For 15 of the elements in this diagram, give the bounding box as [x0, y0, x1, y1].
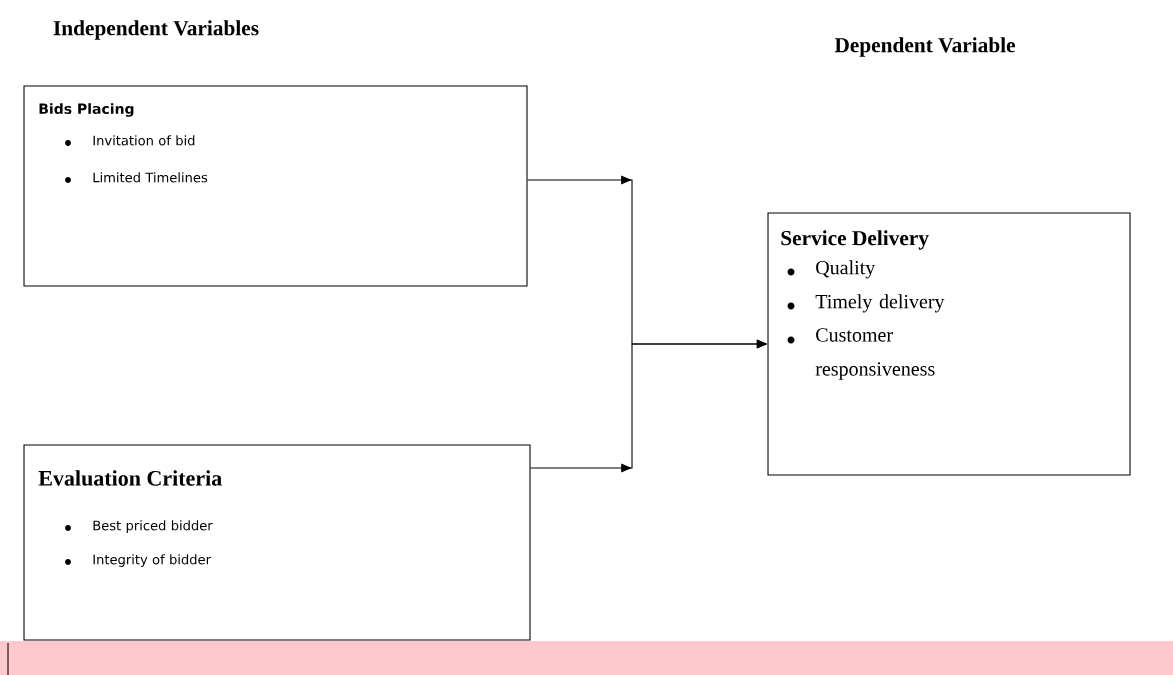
bullet-item: Quality: [787, 260, 876, 279]
bullet-item: Timely delivery: [787, 294, 945, 313]
bullet-item: Customer responsiveness: [787, 328, 935, 380]
box-heading: Bids Placing: [39, 103, 134, 117]
bullet-item: Best priced bidder: [65, 520, 213, 533]
variable-box: [23, 444, 531, 641]
box-heading: Service Delivery: [781, 230, 929, 250]
variable-box: [767, 212, 1131, 476]
column-heading: Independent Variables: [53, 20, 259, 40]
bullet-item: Limited Timelines: [65, 172, 208, 183]
column-heading: Dependent Variable: [834, 37, 1016, 57]
bullet-item: Invitation of bid: [65, 135, 195, 146]
variable-box: [23, 85, 528, 287]
bullet-item: Integrity of bidder: [65, 554, 211, 567]
box-heading: Evaluation Criteria: [38, 470, 222, 486]
